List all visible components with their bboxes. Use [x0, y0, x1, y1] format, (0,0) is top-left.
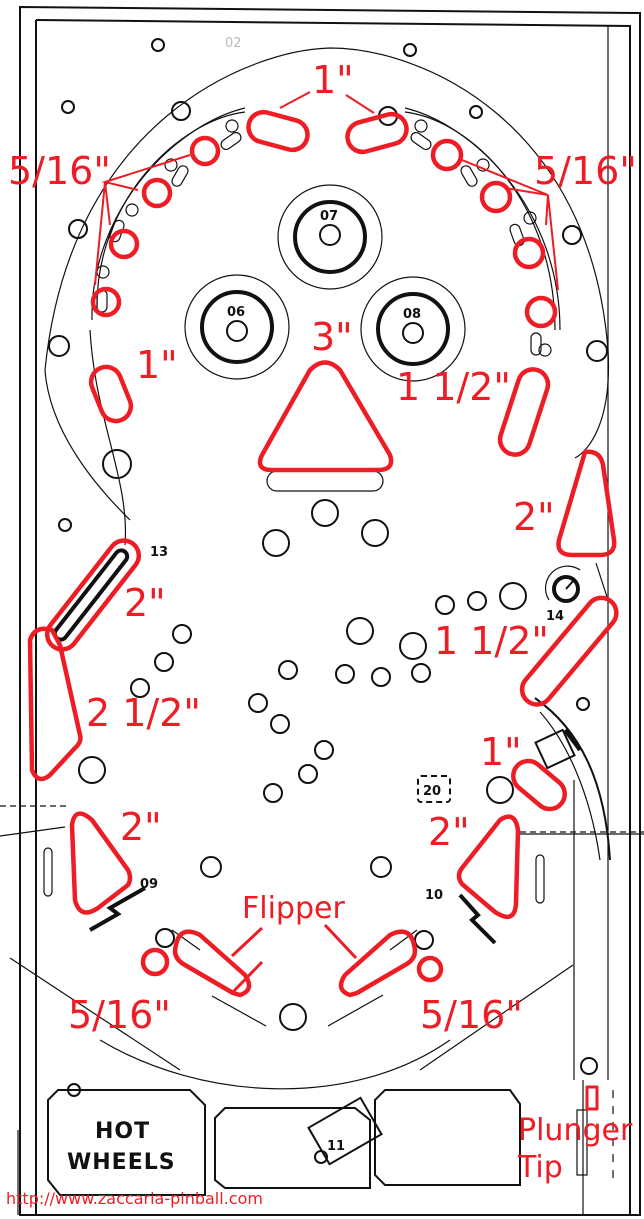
label-right-1in: 1" — [480, 730, 522, 774]
upper-lane-posts — [96, 119, 552, 357]
label-07: 07 — [320, 209, 338, 224]
rubber-left-upper-2in — [44, 538, 142, 652]
rubber-top-right-1in — [345, 111, 409, 155]
label-right-flipper-5-16: 5/16" — [420, 993, 523, 1037]
label-11: 11 — [327, 1139, 345, 1154]
rubber-ring-5-16 — [430, 138, 464, 172]
label-left-2-5in: 2 1/2" — [86, 691, 201, 735]
label-06: 06 — [227, 305, 245, 320]
label-top-1in: 1" — [312, 58, 354, 102]
right-flipper-rubber — [338, 929, 418, 998]
rubber-ring-5-16 — [90, 286, 122, 318]
label-left-1in: 1" — [136, 343, 178, 387]
center-rollover-bar — [266, 470, 384, 492]
apron-logo-line1: HOT — [95, 1119, 150, 1144]
label-tip: Tip — [517, 1150, 563, 1185]
plunger-tip-marker — [585, 1085, 599, 1111]
rubber-center-triangle-3in — [257, 360, 394, 473]
apron: 11 HOT WHEELS — [47, 1039, 521, 1196]
rubber-left-2-5in — [27, 626, 83, 782]
rubber-right-1in — [511, 758, 567, 812]
dashed-lanes — [0, 805, 644, 904]
label-20: 20 — [423, 784, 441, 799]
label-upper-left-5-16: 5/16" — [8, 149, 111, 193]
rubber-right-sling-2in — [456, 814, 521, 920]
left-flipper-rubber — [172, 929, 252, 998]
label-08: 08 — [403, 307, 421, 322]
label-13: 13 — [150, 545, 168, 560]
label-left-flipper-5-16: 5/16" — [68, 993, 171, 1037]
rubber-annotations — [27, 91, 619, 1111]
label-right-sling-2in: 2" — [428, 810, 470, 854]
label-upper-right-5-16: 5/16" — [534, 149, 637, 193]
rubber-ring-5-16 — [524, 295, 558, 329]
apron-logo-line2: WHEELS — [67, 1150, 176, 1175]
label-flipper: Flipper — [242, 891, 345, 926]
upper-arch — [44, 47, 610, 546]
plunger-lane — [576, 1057, 614, 1180]
label-09: 09 — [140, 877, 158, 892]
flipper-inlanes — [9, 928, 574, 1071]
label-02: 02 — [225, 36, 242, 51]
spinner-14: 14 — [544, 562, 609, 624]
label-10: 10 — [425, 888, 443, 903]
rubber-ring-5-16 — [416, 955, 444, 983]
rubber-ring-5-16 — [189, 135, 221, 167]
label-center-3in: 3" — [311, 315, 353, 359]
pop-bumper-08: 08 — [360, 276, 466, 382]
rubber-right-upper-2in — [556, 449, 617, 558]
rubber-ring-5-16 — [140, 947, 170, 977]
rubber-ring-5-16 — [479, 180, 513, 214]
rubber-size-labels: 1" 5/16" 5/16" 1" 3" 1 1/2" 2" 2" 1 1/2"… — [8, 58, 637, 1185]
right-slingshot-10: 10 — [425, 888, 497, 945]
source-url: http://www.zaccaria-pinball.com — [6, 1189, 263, 1208]
rubber-right-1-5in — [497, 367, 551, 457]
rubber-top-left-1in — [246, 109, 310, 153]
left-slingshot-09: 09 — [89, 877, 158, 932]
label-right-1-5in: 1 1/2" — [396, 365, 511, 409]
pop-bumper-06: 06 — [184, 274, 290, 380]
playfield-posts — [48, 38, 608, 1097]
rubber-left-sling-2in — [69, 811, 133, 915]
target-20: 20 — [417, 775, 451, 803]
label-right-upper-2in: 2" — [513, 495, 555, 539]
label-right-mid-1-5in: 1 1/2" — [434, 619, 549, 663]
rubber-right-mid-1-5in — [519, 595, 619, 707]
label-plunger: Plunger — [518, 1113, 633, 1148]
label-14: 14 — [546, 609, 564, 624]
label-left-sling-2in: 2" — [120, 805, 162, 849]
rubber-ring-5-16 — [141, 177, 173, 209]
right-lane-guide — [534, 697, 611, 861]
rubber-left-1in — [88, 364, 134, 424]
rubber-ring-5-16 — [512, 236, 546, 270]
rubber-ring-5-16 — [108, 228, 140, 260]
label-left-upper-2in: 2" — [124, 581, 166, 625]
pop-bumper-07: 07 — [277, 184, 383, 290]
